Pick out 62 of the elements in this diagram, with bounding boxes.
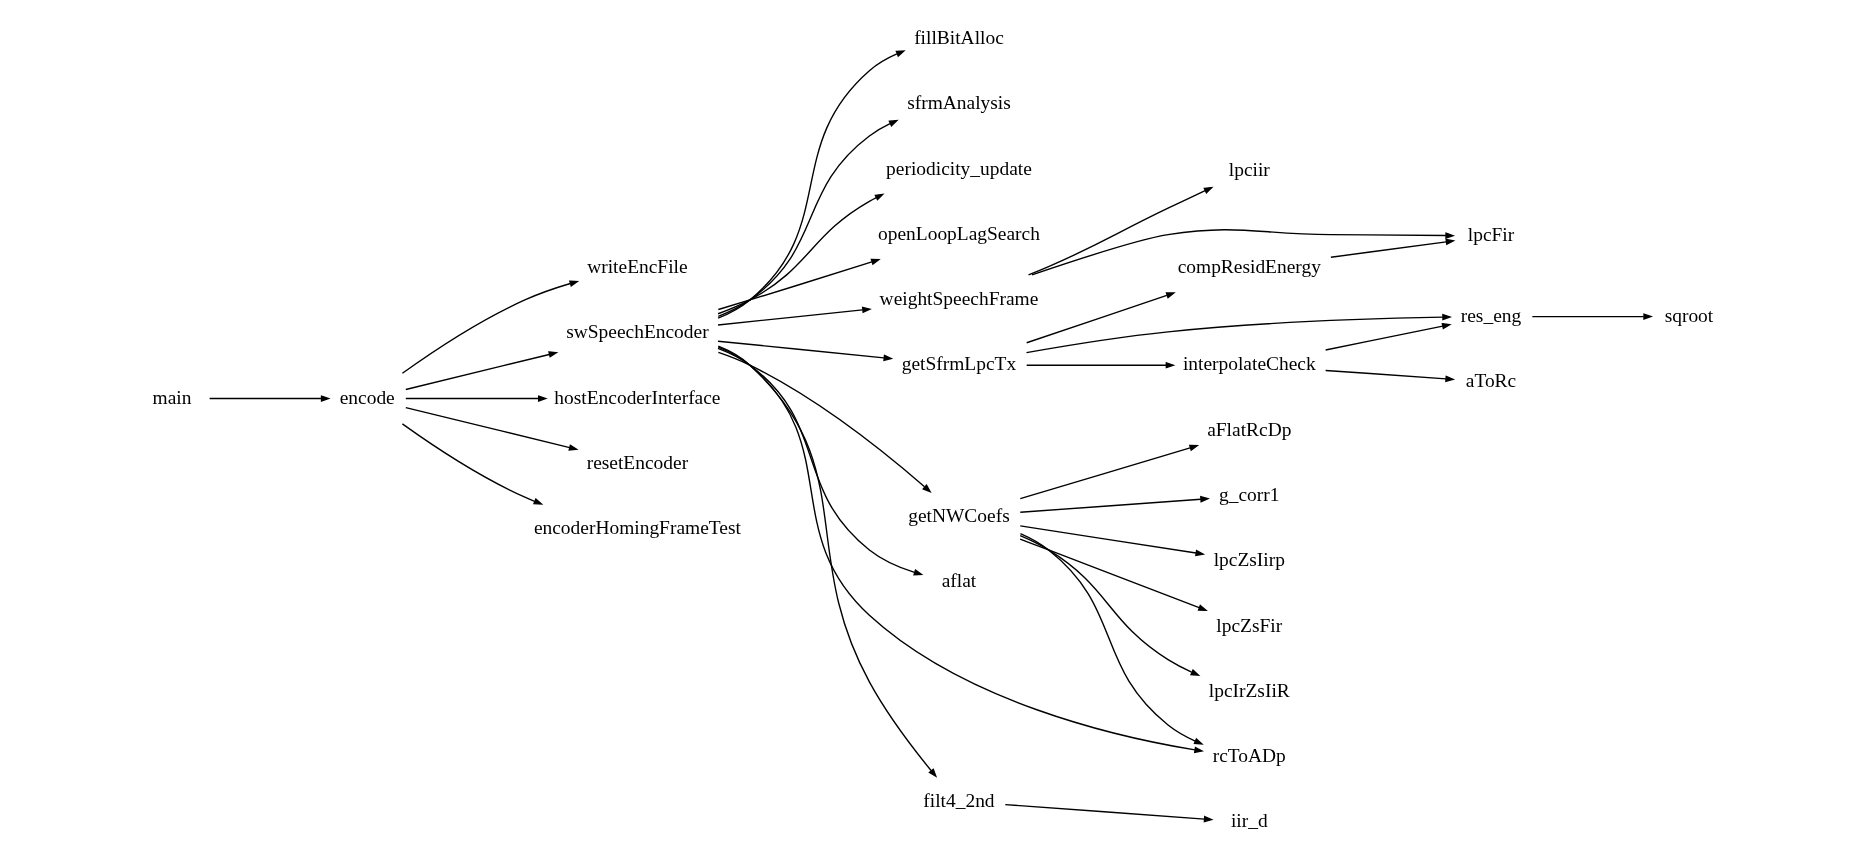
arrow: [1019, 444, 1200, 500]
arrow: [405, 395, 548, 402]
arrow: [1019, 538, 1208, 611]
node-text: aflat: [941, 570, 977, 592]
node-text: openLoopLagSearch: [878, 222, 1040, 244]
node-text: iir_d: [1230, 810, 1268, 832]
arrow: [717, 50, 906, 319]
arrow: [1324, 322, 1452, 351]
node-text: encoderHomingFrameTest: [533, 517, 741, 539]
arrow: [405, 351, 559, 391]
arrow: [1324, 369, 1456, 383]
arrow: [401, 423, 544, 505]
arrow: [1019, 532, 1204, 745]
node-text: aToRc: [1465, 370, 1517, 392]
node-text: swSpeechEncoder: [566, 321, 709, 343]
node-text: periodicity_update: [886, 157, 1032, 179]
arrow: [717, 345, 938, 778]
arrow: [717, 306, 872, 326]
node-text: lpcZsIirp: [1213, 549, 1285, 571]
node-text: lpcFir: [1467, 224, 1515, 246]
node-text: resetEncoder: [586, 451, 689, 473]
arrow: [717, 351, 932, 493]
node-text: lpcZsFir: [1216, 614, 1283, 636]
node-text: fillBitAlloc: [914, 26, 1004, 48]
node-text: weightSpeechFrame: [879, 288, 1039, 310]
node-text: interpolateCheck: [1182, 353, 1316, 375]
node-text: g_corr1: [1219, 483, 1280, 505]
arrow: [717, 346, 1205, 754]
arrow: [1026, 361, 1176, 369]
node-text: main: [152, 386, 192, 408]
arrow: [1027, 186, 1214, 276]
arrow: [717, 119, 899, 318]
node-text: sfrmAnalysis: [907, 92, 1011, 114]
arrow: [717, 258, 881, 311]
arrow: [1019, 525, 1206, 557]
node-text: getNWCoefs: [908, 504, 1010, 526]
arrow: [717, 340, 894, 362]
arrow: [1019, 495, 1210, 513]
node-text: lpciir: [1228, 158, 1270, 180]
arrow: [1019, 534, 1201, 676]
node-text: lpcIrZsIiR: [1208, 679, 1290, 701]
node-text: writeEncFile: [587, 256, 688, 278]
arrow: [717, 347, 924, 576]
node-text: encode: [339, 386, 395, 408]
arrow: [208, 395, 331, 402]
node-text: sqroot: [1664, 304, 1714, 326]
node-text: compResidEnergy: [1177, 256, 1321, 278]
arrow: [1025, 313, 1452, 354]
arrow: [401, 280, 580, 374]
node-text: filt4_2nd: [923, 789, 995, 811]
arrow: [405, 406, 579, 451]
arrow: [1531, 313, 1654, 320]
arrow: [717, 193, 885, 315]
arrow: [1004, 803, 1214, 823]
arrow: [1031, 229, 1456, 276]
node-text: res_eng: [1460, 304, 1522, 326]
node-text: rcToADp: [1212, 745, 1286, 767]
node-text: hostEncoderInterface: [554, 386, 721, 408]
node-text: aFlatRcDp: [1207, 418, 1292, 440]
node-text: getSfrmLpcTx: [901, 353, 1017, 375]
arrow: [1026, 292, 1176, 344]
arrow: [1330, 238, 1456, 258]
